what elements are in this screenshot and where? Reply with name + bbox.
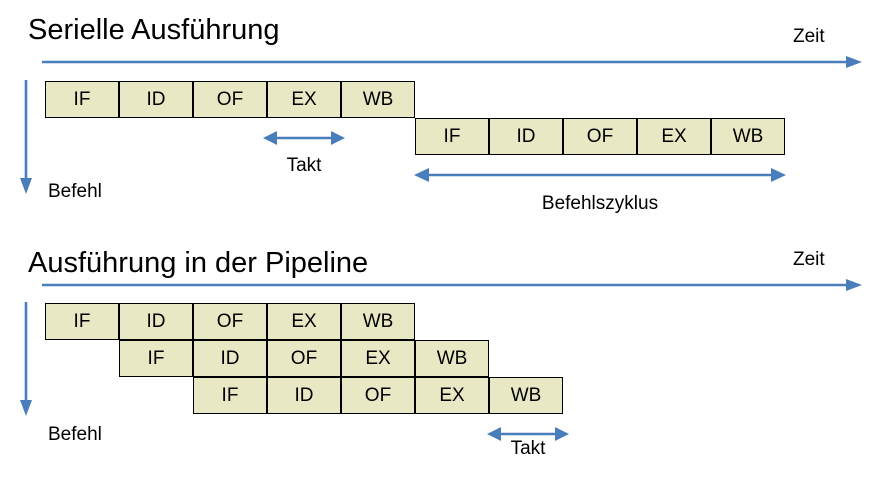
- pipeline-row3-cell-id: ID: [267, 377, 341, 414]
- serial-row2-cell-ex: EX: [637, 118, 711, 155]
- pipeline-row1-cell-of: OF: [193, 303, 267, 340]
- pipeline-row3-cell-wb: WB: [489, 377, 563, 414]
- pipeline-time-axis-label: Zeit: [793, 249, 825, 270]
- serial-time-axis-label: Zeit: [793, 26, 825, 47]
- serial-clock-span-arrow: [263, 131, 345, 145]
- serial-row1-cell-id: ID: [119, 81, 193, 118]
- pipeline-row1-cell-wb: WB: [341, 303, 415, 340]
- pipeline-section-title: Ausführung in der Pipeline: [28, 247, 369, 279]
- serial-cycle-span-arrow: [414, 168, 786, 182]
- pipeline-instruction-axis-label: Befehl: [48, 424, 102, 445]
- pipeline-row2-cell-if: IF: [119, 340, 193, 377]
- serial-clock-label: Takt: [286, 155, 322, 176]
- pipeline-instruction-axis-arrow: [20, 302, 32, 416]
- serial-time-axis-arrow: [42, 56, 862, 68]
- serial-instruction-axis-arrow: [20, 80, 32, 194]
- pipeline-row2-cell-id: ID: [193, 340, 267, 377]
- serial-row1-cell-wb: WB: [341, 81, 415, 118]
- serial-row2-cell-of: OF: [563, 118, 637, 155]
- pipeline-time-axis-arrow: [42, 279, 862, 291]
- serial-row1-cell-ex: EX: [267, 81, 341, 118]
- serial-row2-cell-id: ID: [489, 118, 563, 155]
- pipeline-row1-cell-if: IF: [45, 303, 119, 340]
- pipeline-row3-cell-ex: EX: [415, 377, 489, 414]
- pipeline-row1-cell-id: ID: [119, 303, 193, 340]
- pipeline-row2-cell-wb: WB: [415, 340, 489, 377]
- pipeline-row3-cell-if: IF: [193, 377, 267, 414]
- pipeline-row1-cell-ex: EX: [267, 303, 341, 340]
- serial-row2-cell-wb: WB: [711, 118, 785, 155]
- serial-row1-cell-of: OF: [193, 81, 267, 118]
- serial-cycle-label: Befehlszyklus: [541, 193, 659, 214]
- serial-instruction-axis-label: Befehl: [48, 181, 102, 202]
- serial-row1-cell-if: IF: [45, 81, 119, 118]
- pipeline-clock-span-arrow: [487, 427, 569, 441]
- pipeline-clock-label: Takt: [510, 438, 546, 459]
- pipeline-row3-cell-of: OF: [341, 377, 415, 414]
- serial-section-title: Serielle Ausführung: [28, 14, 280, 46]
- pipeline-row2-cell-ex: EX: [341, 340, 415, 377]
- pipeline-row2-cell-of: OF: [267, 340, 341, 377]
- serial-row2-cell-if: IF: [415, 118, 489, 155]
